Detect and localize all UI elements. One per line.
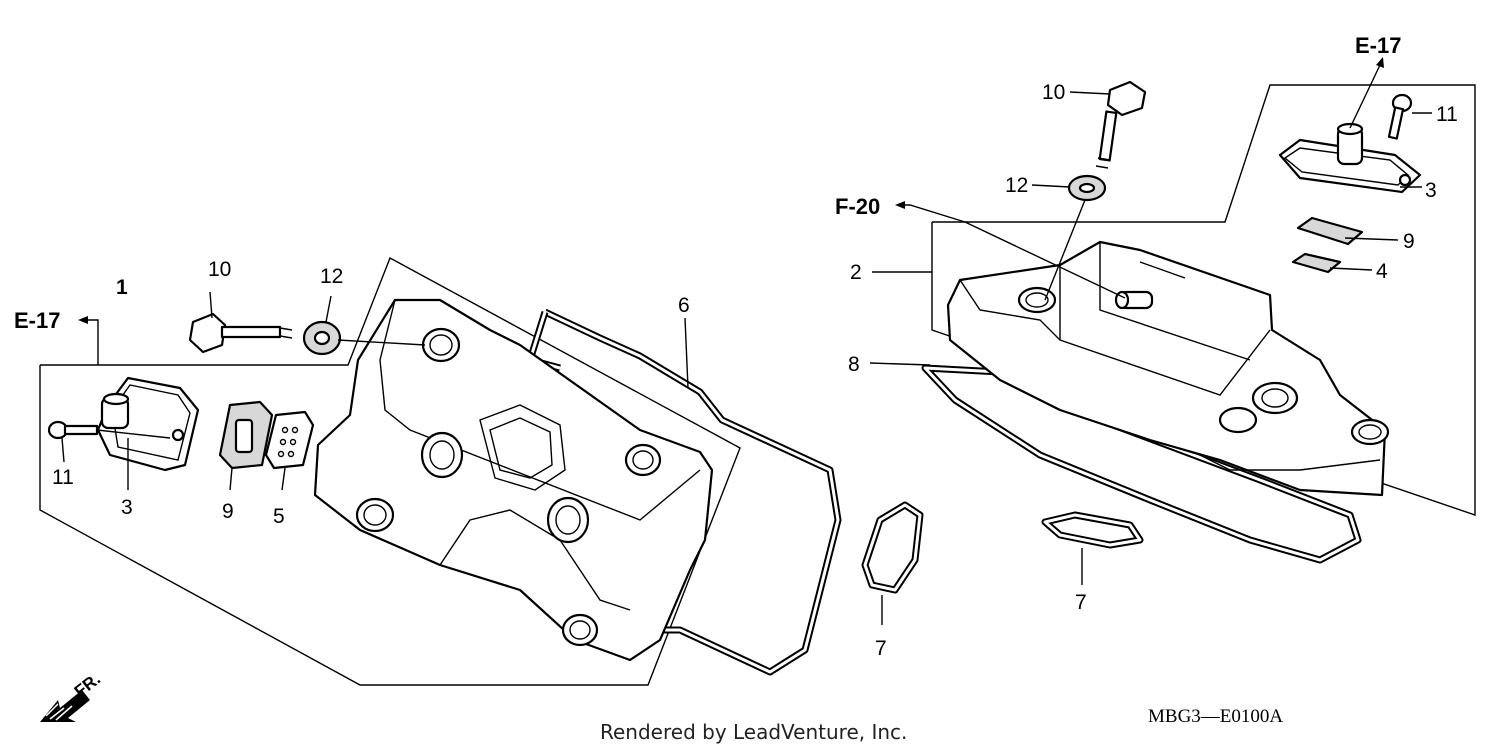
ref-f20: F-20: [835, 194, 880, 219]
ref-e17-left: E-17: [14, 308, 60, 333]
ref-e17-right: E-17: [1355, 33, 1401, 58]
right-breather-cover-3: [1278, 122, 1422, 194]
callout-left-11: 11: [52, 466, 74, 489]
right-washer-12: [1031, 174, 1107, 301]
callout-right-3: 3: [1425, 179, 1437, 202]
right-bolt-10: [1069, 80, 1147, 169]
front-direction-arrow: [40, 690, 90, 722]
right-f20-arrow: [895, 201, 1126, 299]
callout-left-6: 6: [678, 294, 690, 317]
callout-right-7: 7: [1075, 591, 1087, 614]
right-ring-7: [1041, 511, 1144, 585]
right-assembly: [869, 57, 1476, 585]
right-bolt-11: [1387, 93, 1432, 140]
left-leader-6: [684, 317, 689, 389]
right-separator-4: [1291, 252, 1373, 274]
callout-right-12: 12: [1005, 174, 1028, 197]
right-group-bracket: [931, 84, 1476, 516]
left-assembly: [39, 257, 924, 722]
left-breather-cover-3: [96, 376, 200, 490]
left-separator-5: [264, 410, 315, 491]
left-bolt-11: [47, 420, 171, 463]
left-bolt-10: [188, 291, 293, 354]
callout-right-2: 2: [850, 261, 862, 284]
left-washer-12: [302, 295, 426, 356]
left-cylinder-head-cover: [313, 298, 714, 662]
render-credit: Rendered by LeadVenture, Inc.: [600, 720, 907, 744]
right-packing-9: [1296, 216, 1399, 246]
callout-left-7: 7: [875, 637, 887, 660]
right-cylinder-head-cover: [946, 240, 1390, 497]
callout-right-9: 9: [1403, 230, 1415, 253]
right-leader-8: [869, 362, 931, 366]
callout-left-3: 3: [121, 496, 133, 519]
callout-left-9: 9: [222, 500, 234, 523]
diagram-code: MBG3—E0100A: [1148, 706, 1283, 727]
callout-right-4: 4: [1376, 260, 1388, 283]
callout-right-11: 11: [1436, 103, 1458, 126]
callout-left-12: 12: [320, 265, 343, 288]
callout-right-8: 8: [848, 353, 860, 376]
left-packing-9: [218, 400, 274, 491]
callout-left-5: 5: [273, 505, 285, 528]
left-group-bracket: [39, 257, 741, 686]
callout-left-10: 10: [208, 258, 231, 281]
left-ring-7: [861, 501, 924, 625]
callout-left-1: 1: [116, 276, 128, 299]
left-e17-arrow: [78, 316, 99, 365]
right-e17-arrow: [1349, 57, 1384, 129]
callout-right-10: 10: [1042, 81, 1065, 104]
